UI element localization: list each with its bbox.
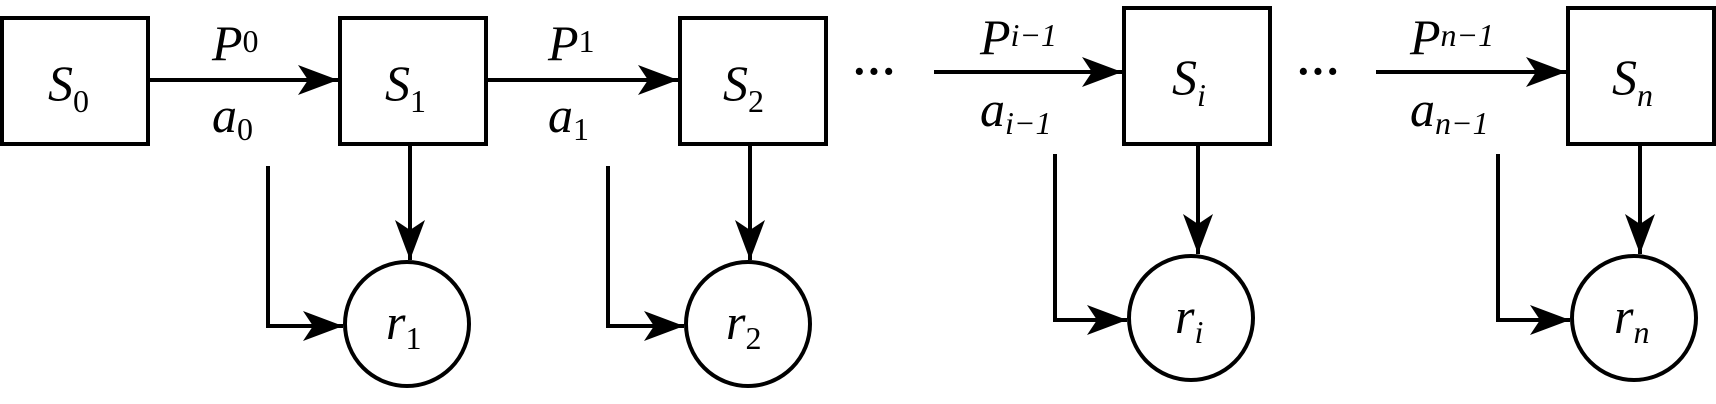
svg-text:an−1: an−1 <box>1410 81 1489 141</box>
reward-ri-main: r <box>1175 288 1195 344</box>
state-sn-sub: n <box>1637 77 1653 113</box>
reward-r1-sub: 1 <box>405 320 421 356</box>
transition-label-0: P0 a0 <box>211 15 259 147</box>
reward-ri-sub: i <box>1194 314 1203 350</box>
state-node-sn: Sn <box>1566 6 1716 146</box>
ellipsis-1: ··· <box>852 47 896 96</box>
prob-p0-main: P <box>211 15 243 71</box>
action-arrow-ai-ri <box>1053 154 1127 335</box>
prob-p1-sub: 1 <box>579 23 595 59</box>
state-s2-main: S <box>723 55 748 111</box>
action-a0-main: a <box>212 87 237 143</box>
state-s0-sub: 0 <box>73 83 89 119</box>
state-node-s0: S0 <box>0 16 150 146</box>
prob-pi-sub: i−1 <box>1011 17 1057 53</box>
reward-r2-main: r <box>726 294 746 350</box>
svg-text:Sn: Sn <box>1612 49 1653 113</box>
action-arrow-a1-r2 <box>606 166 684 341</box>
action-an-sub: n−1 <box>1435 105 1489 141</box>
action-a1-sub: 1 <box>573 111 589 147</box>
state-node-si: Si <box>1122 6 1272 146</box>
prob-pn-sub: n−1 <box>1441 17 1495 53</box>
svg-text:Pi−1: Pi−1 <box>979 9 1057 65</box>
svg-text:r1: r1 <box>386 294 421 356</box>
svg-text:P0: P0 <box>211 15 259 71</box>
svg-text:P1: P1 <box>547 15 595 71</box>
svg-text:Pn−1: Pn−1 <box>1409 9 1494 65</box>
state-s2-sub: 2 <box>748 83 764 119</box>
state-s1-main: S <box>385 55 410 111</box>
transition-label-1: P1 a1 <box>547 15 595 147</box>
transition-label-n: Pn−1 an−1 <box>1409 9 1494 141</box>
action-ai-main: a <box>980 81 1005 137</box>
state-node-s2: S2 <box>678 16 828 146</box>
reward-r1-main: r <box>386 294 406 350</box>
svg-text:S1: S1 <box>385 55 426 119</box>
action-an-main: a <box>1410 81 1435 137</box>
state-node-s1: S1 <box>338 16 488 146</box>
svg-text:ai−1: ai−1 <box>980 81 1051 141</box>
state-si-main: S <box>1172 49 1197 105</box>
action-arrow-a0-r1 <box>266 166 343 341</box>
state-si-sub: i <box>1197 77 1206 113</box>
state-s1-sub: 1 <box>410 83 426 119</box>
reward-rn-sub: n <box>1633 314 1649 350</box>
action-a1-main: a <box>548 87 573 143</box>
svg-text:S2: S2 <box>723 55 764 119</box>
prob-p1-main: P <box>547 15 579 71</box>
action-ai-sub: i−1 <box>1005 105 1051 141</box>
reward-node-r1: r1 <box>343 260 471 388</box>
svg-text:a0: a0 <box>212 87 253 147</box>
action-a0-sub: 0 <box>237 111 253 147</box>
reward-node-ri: ri <box>1127 254 1255 382</box>
reward-node-r2: r2 <box>684 260 812 388</box>
svg-text:ri: ri <box>1175 288 1203 350</box>
state-sn-main: S <box>1612 49 1637 105</box>
reward-node-rn: rn <box>1570 254 1698 382</box>
state-s0-main: S <box>48 55 73 111</box>
svg-text:Si: Si <box>1172 49 1206 113</box>
svg-text:a1: a1 <box>548 87 589 147</box>
reward-rn-main: r <box>1614 288 1634 344</box>
ellipsis-2: ··· <box>1296 47 1340 96</box>
svg-text:rn: rn <box>1614 288 1649 350</box>
prob-pn-main: P <box>1409 9 1441 65</box>
svg-text:S0: S0 <box>48 55 89 119</box>
prob-p0-sub: 0 <box>243 23 259 59</box>
transition-label-i: Pi−1 ai−1 <box>979 9 1057 141</box>
reward-r2-sub: 2 <box>745 320 761 356</box>
action-arrow-an-rn <box>1496 154 1570 335</box>
svg-text:r2: r2 <box>726 294 761 356</box>
prob-pi-main: P <box>979 9 1011 65</box>
